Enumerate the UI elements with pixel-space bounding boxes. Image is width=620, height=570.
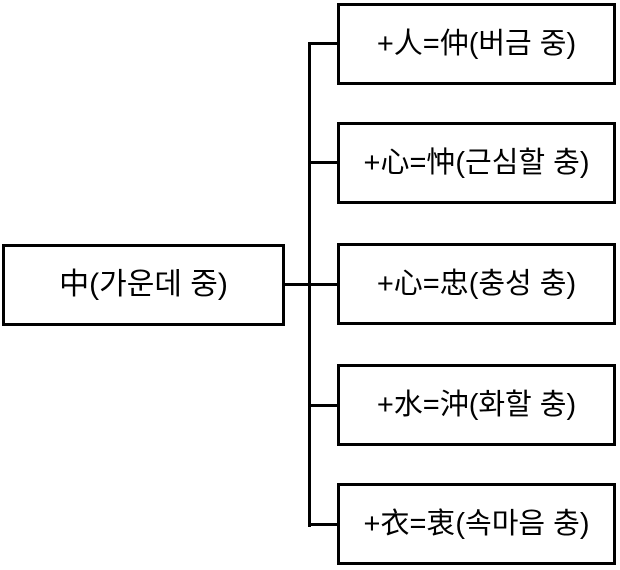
derived-hanja-box-1: +人=仲(버금 중)	[337, 3, 616, 85]
connector-branch	[308, 283, 338, 286]
connector-branch	[308, 404, 338, 407]
root-hanja-box: 中(가운데 중)	[2, 244, 285, 326]
derived-hanja-label: +衣=衷(속마음 충)	[363, 507, 590, 540]
connector-branch	[308, 42, 338, 45]
connector-root-stub	[285, 283, 310, 286]
derived-hanja-box-2: +心=忡(근심할 충)	[337, 122, 616, 204]
derived-hanja-label: +心=忡(근심할 충)	[363, 146, 590, 179]
root-hanja-label: 中(가운데 중)	[59, 268, 228, 301]
derived-hanja-label: +水=沖(화할 충)	[376, 388, 577, 421]
derived-hanja-box-5: +衣=衷(속마음 충)	[337, 483, 616, 565]
derived-hanja-box-4: +水=沖(화할 충)	[337, 364, 616, 446]
derived-hanja-label: +心=忠(충성 충)	[376, 267, 577, 300]
connector-branch	[308, 523, 338, 526]
derived-hanja-box-3: +心=忠(충성 충)	[337, 243, 616, 325]
derived-hanja-label: +人=仲(버금 중)	[376, 27, 577, 60]
connector-branch	[308, 161, 338, 164]
